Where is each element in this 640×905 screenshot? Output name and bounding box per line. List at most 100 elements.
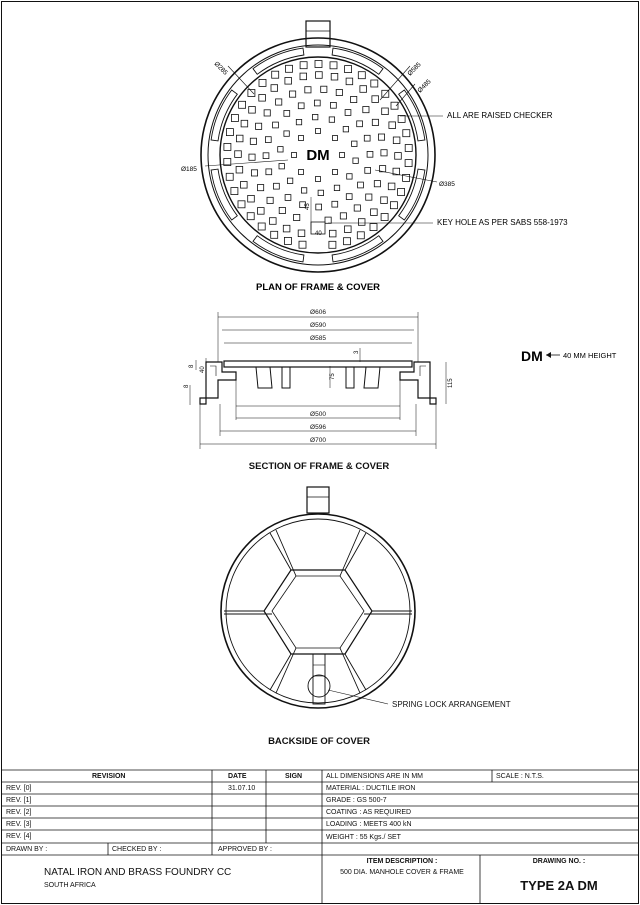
checker-block xyxy=(346,173,353,180)
frame-slot xyxy=(398,168,426,221)
frame-slot xyxy=(398,89,426,142)
checker-block xyxy=(262,152,270,160)
checker-block xyxy=(379,165,387,173)
plan-title: PLAN OF FRAME & COVER xyxy=(256,282,380,293)
checker-block xyxy=(248,106,256,114)
checker-block xyxy=(344,65,353,73)
rev-3-label: REV. [3] xyxy=(6,821,32,828)
callout-raised-checker: ALL ARE RAISED CHECKER xyxy=(447,111,553,120)
dim-590: Ø590 xyxy=(310,322,326,329)
section-title: SECTION OF FRAME & COVER xyxy=(249,461,390,472)
drawing-no-label: DRAWING NO. : xyxy=(532,858,586,865)
checker-block xyxy=(356,120,363,128)
checker-block xyxy=(315,203,322,211)
checker-block xyxy=(240,119,249,128)
dim-585: Ø585 xyxy=(406,61,422,77)
frame-outer-circle xyxy=(200,37,436,273)
frame-slot xyxy=(331,47,384,75)
dim-596: Ø596 xyxy=(310,424,326,431)
checker-block xyxy=(230,114,239,122)
rev-4-label: REV. [4] xyxy=(6,833,32,840)
dim-75: 75 xyxy=(330,373,336,380)
checker-block xyxy=(246,212,255,221)
rev-2-label: REV. [2] xyxy=(6,809,32,816)
checker-block xyxy=(328,116,336,123)
checker-block xyxy=(284,194,292,201)
frame-slot xyxy=(331,235,384,263)
checker-block xyxy=(344,225,352,233)
spec-material: MATERIAL : DUCTILE IRON xyxy=(326,785,416,792)
checker-block xyxy=(283,110,291,117)
checked-by: CHECKED BY : xyxy=(112,846,162,853)
checker-block xyxy=(265,168,273,176)
checker-block xyxy=(223,158,232,166)
dim-485: Ø485 xyxy=(416,78,432,94)
checker-block xyxy=(315,176,321,182)
checker-block xyxy=(380,196,388,204)
checker-block xyxy=(324,216,332,224)
spec-coating: COATING : AS REQUIRED xyxy=(326,809,412,816)
company-country: SOUTH AFRICA xyxy=(44,882,96,889)
frame-slot xyxy=(252,235,305,263)
checker-block xyxy=(339,152,345,158)
checker-block xyxy=(270,230,279,239)
checker-block xyxy=(298,169,304,175)
checker-block xyxy=(313,99,321,107)
spring-lock xyxy=(312,653,326,705)
checker-block xyxy=(284,77,292,85)
checker-block xyxy=(371,118,379,126)
checker-block xyxy=(392,167,400,176)
frame-slots xyxy=(210,47,426,263)
checker-block xyxy=(293,213,301,221)
checker-block xyxy=(380,149,388,157)
checker-block xyxy=(352,157,359,164)
checker-block xyxy=(235,165,244,174)
checker-block xyxy=(392,136,401,144)
checker-block xyxy=(397,115,406,123)
backside-labels: SPRING LOCK ARRANGEMENT BACKSIDE OF COVE… xyxy=(268,700,511,747)
checker-block xyxy=(366,150,374,158)
checker-block xyxy=(377,133,385,141)
checker-block xyxy=(299,72,307,81)
checker-block xyxy=(263,109,271,117)
spec-dimensions: ALL DIMENSIONS ARE IN MM xyxy=(326,773,423,780)
checker-block xyxy=(234,150,242,158)
checker-block xyxy=(298,135,304,141)
dim-385: Ø385 xyxy=(439,181,455,188)
checker-block xyxy=(359,85,367,93)
checker-block xyxy=(285,64,293,73)
hinge-lug xyxy=(305,20,331,48)
checker-block xyxy=(357,181,364,189)
dim-3: 3 xyxy=(354,350,360,354)
checker-block xyxy=(332,169,338,175)
frame-profile-left xyxy=(199,361,237,405)
raised-checker-pattern xyxy=(223,60,413,249)
frame-slot xyxy=(210,89,238,142)
checker-block xyxy=(289,90,297,98)
dim-606: Ø606 xyxy=(310,309,326,316)
checker-block xyxy=(271,70,280,79)
checker-block xyxy=(297,229,306,237)
item-description: 500 DIA. MANHOLE COVER & FRAME xyxy=(340,869,464,876)
checker-block xyxy=(266,196,274,204)
dim-285: Ø285 xyxy=(213,60,229,76)
spec-grade: GRADE : GS 500-7 xyxy=(326,797,387,804)
title-block-grid xyxy=(2,769,638,903)
frame-slot xyxy=(252,47,305,75)
checker-block xyxy=(404,159,413,168)
legend-text: 40 MM HEIGHT xyxy=(563,351,617,360)
dim-8-bottom: 8 xyxy=(184,384,190,388)
checker-block xyxy=(328,229,337,238)
checker-block xyxy=(264,136,272,143)
checker-block xyxy=(363,134,371,142)
checker-block xyxy=(350,96,358,104)
cover-edge-circle xyxy=(219,56,417,254)
checker-block xyxy=(258,94,266,102)
checker-block xyxy=(248,153,256,161)
checker-block xyxy=(225,128,234,137)
sign-header: SIGN xyxy=(285,773,303,780)
legend-mark: DM xyxy=(521,348,543,364)
spec-weight: WEIGHT : 55 Kgs./ SET xyxy=(326,834,401,841)
frame-slot xyxy=(210,168,238,221)
